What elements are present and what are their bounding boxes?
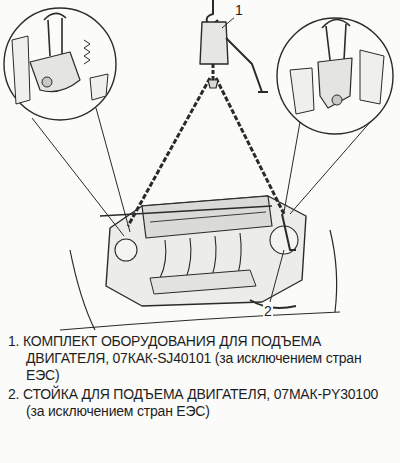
exhaust-pipe xyxy=(250,300,296,308)
engine-block xyxy=(106,196,306,306)
inset-circle xyxy=(277,18,393,134)
hoist-chain xyxy=(212,64,215,80)
inset-bracket xyxy=(30,52,80,92)
fender-left xyxy=(70,250,95,330)
pulley xyxy=(115,239,137,261)
hoist-crank xyxy=(226,38,268,92)
inset-block xyxy=(290,50,384,114)
lifting-bar xyxy=(100,206,272,216)
caption-item: 2. СТОЙКА ДЛЯ ПОДЪЕМА ДВИГАТЕЛЯ, 07МАК-P… xyxy=(8,386,394,420)
inset-shackle xyxy=(322,19,350,60)
fender-right xyxy=(330,230,337,312)
callout-number: 1 xyxy=(234,2,244,18)
callout-number: 2 xyxy=(263,303,273,319)
caption-item: 1. КОМПЛЕКТ ОБОРУДОВАНИЯ ДЛЯ ПОДЪЕМА ДВИ… xyxy=(8,333,394,384)
lift-stand xyxy=(282,214,296,250)
hoist-body xyxy=(200,22,228,64)
inset-shackle xyxy=(44,13,66,56)
inset-bolt xyxy=(332,95,342,105)
hoist-hook xyxy=(207,0,218,24)
inset-leader xyxy=(32,108,130,236)
callout-leader xyxy=(270,250,284,302)
intake-manifold xyxy=(150,270,256,294)
chain-left xyxy=(128,78,210,226)
inset-spring xyxy=(84,40,90,64)
head-cover-line xyxy=(150,212,266,222)
inset-bracket xyxy=(318,58,352,108)
inset-bolt xyxy=(42,77,52,87)
cylinder-head xyxy=(142,196,272,238)
chain-right xyxy=(216,78,284,214)
inset-circle xyxy=(4,8,116,120)
body-line xyxy=(60,312,340,330)
hoist-lower-hook xyxy=(208,80,218,88)
inset-block xyxy=(12,36,108,104)
